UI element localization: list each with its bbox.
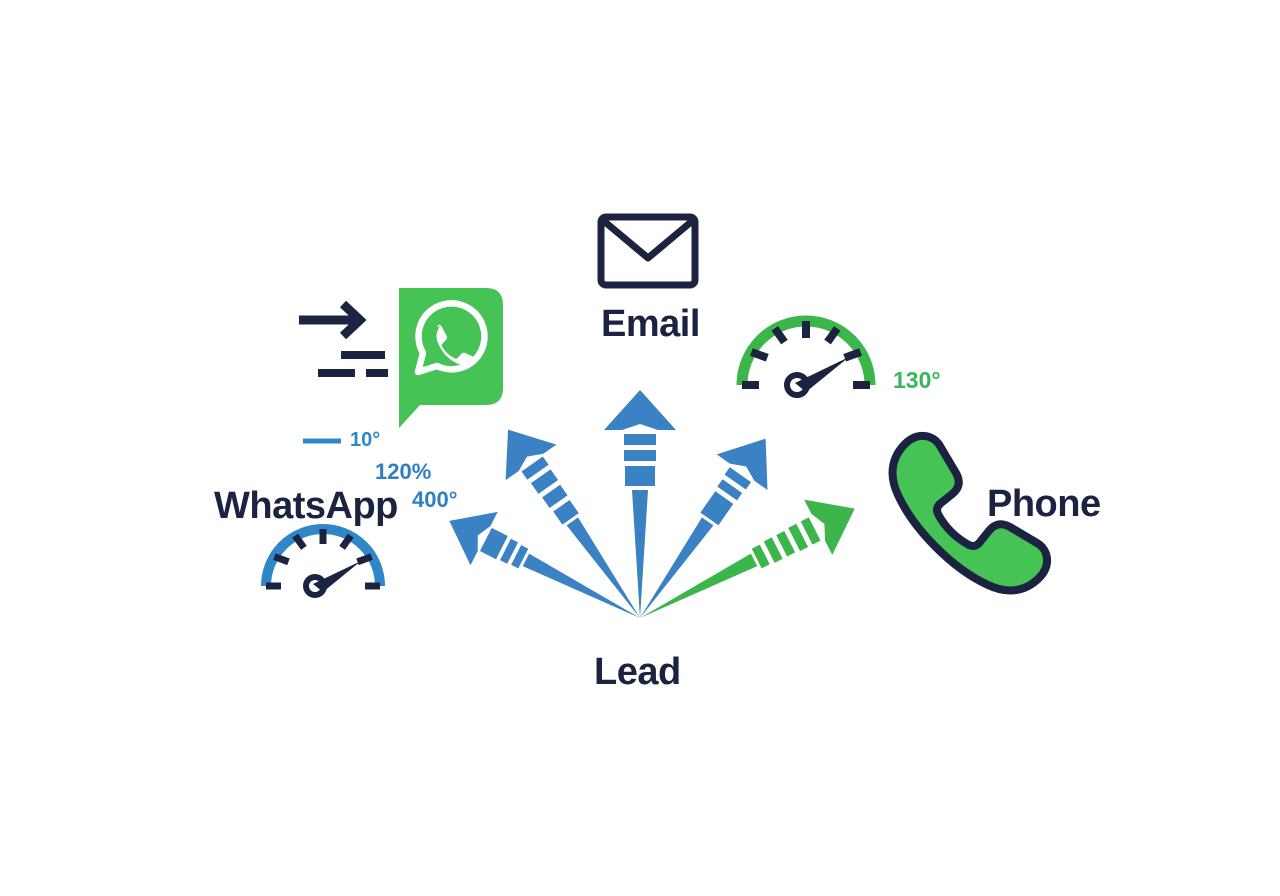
arrow-group	[449, 390, 855, 618]
metric-label-10deg: 10°	[350, 429, 381, 451]
gauge-blue	[261, 524, 385, 598]
metric-label-130deg: 130°	[893, 367, 941, 393]
gauge-green	[736, 315, 876, 398]
envelope-icon	[597, 213, 699, 289]
phone-handset-icon	[888, 432, 1051, 595]
arrow-lead-to-phone	[640, 499, 855, 618]
node-label-lead: Lead	[594, 651, 681, 693]
metric-label-120pct: 120%	[375, 459, 432, 484]
metric-label-400deg: 400°	[412, 487, 458, 512]
arrow-lead-to-email	[604, 390, 676, 618]
arrow-lead-upper-right	[640, 438, 768, 618]
node-label-email: Email	[601, 303, 700, 345]
whatsapp-icon	[399, 288, 503, 428]
node-label-phone: Phone	[987, 483, 1101, 525]
node-label-whatsapp: WhatsApp	[214, 485, 398, 527]
arrow-lead-upper-left	[505, 429, 640, 618]
send-motion-icon	[299, 300, 388, 377]
arrow-lead-to-whatsapp-outer	[449, 511, 640, 618]
